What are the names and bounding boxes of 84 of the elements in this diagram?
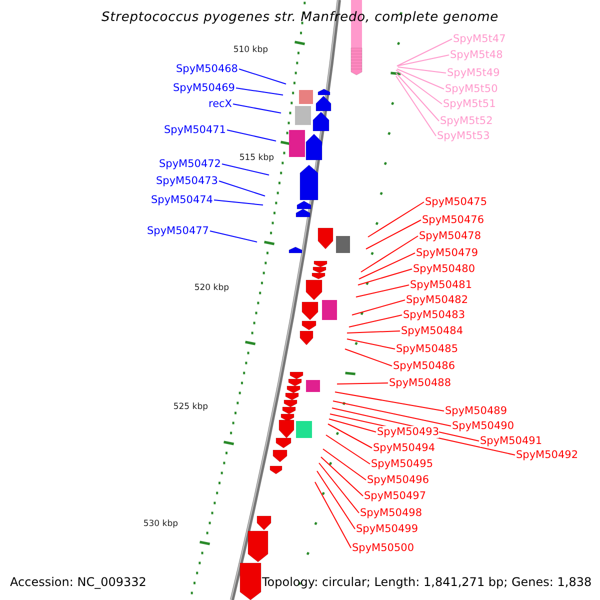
- gene-label: SpyM50471: [164, 124, 226, 136]
- leader-line: [360, 236, 418, 272]
- gene-label: SpyM50480: [413, 263, 476, 275]
- gene-label: SpyM50499: [356, 523, 418, 535]
- leader-line: [328, 418, 376, 432]
- gene-label: SpyM50489: [445, 405, 508, 417]
- leader-line: [356, 284, 410, 298]
- gene-label: SpyM5t51: [443, 98, 496, 110]
- gene-label: SpyM50488: [389, 377, 452, 389]
- gene-label: SpyM50473: [156, 175, 218, 187]
- leader-line: [358, 252, 416, 280]
- gene-label: SpyM50472: [158, 158, 221, 170]
- footer-text: Topology: circular; Length: 1,841,271 bp; Genes: 1,838: [262, 575, 592, 589]
- title: Streptococcus pyogenes str. Manfredo, complete genome: [100, 10, 500, 26]
- gene-label: SpyM50486: [393, 360, 456, 372]
- leader-line: [236, 88, 284, 96]
- leader-line: [396, 76, 436, 136]
- gene-label: SpyM50492: [516, 449, 578, 461]
- gene-label: SpyM50474: [150, 194, 213, 206]
- gene-label: SpyM50477: [146, 225, 209, 237]
- scale-label: 510 kbp: [233, 45, 268, 55]
- footer-text: Accession: NC_009332: [10, 575, 146, 589]
- leader-line: [398, 66, 446, 74]
- leader-line: [218, 180, 266, 196]
- leader-line: [238, 68, 286, 84]
- gene-label: SpyM5t47: [453, 33, 506, 45]
- gene-label: SpyM50478: [419, 230, 482, 242]
- gene-label: SpyM50497: [364, 490, 426, 502]
- leader-line: [352, 300, 406, 316]
- gene-label: SpyM5t52: [440, 115, 493, 127]
- gene-label: SpyM50494: [373, 442, 436, 454]
- leader-line: [396, 38, 452, 66]
- gene-label: SpyM5t53: [437, 130, 490, 142]
- gene-label: SpyM50469: [172, 82, 235, 94]
- leader-line: [210, 230, 258, 242]
- leader-line: [214, 200, 264, 206]
- leader-line: [344, 348, 392, 366]
- gene-label: SpyM5t48: [450, 49, 503, 61]
- leader-line: [396, 72, 440, 122]
- gene-label: SpyM50481: [410, 279, 472, 291]
- gene-label: SpyM50495: [371, 458, 434, 470]
- gene-label: SpyM5t49: [447, 67, 500, 79]
- scale-label: 520 kbp: [194, 283, 229, 293]
- leader-line: [358, 268, 412, 286]
- gene-label: SpyM50483: [403, 309, 466, 321]
- gene-label: SpyM50490: [452, 420, 514, 432]
- leader-line: [226, 130, 276, 142]
- leader-line: [326, 434, 370, 464]
- gene-label: SpyM50468: [176, 63, 238, 75]
- leader-line: [316, 470, 356, 530]
- leader-line: [314, 482, 352, 548]
- scale-label: 525 kbp: [173, 402, 208, 412]
- leader-line: [346, 338, 396, 350]
- gene-label: SpyM50484: [401, 325, 464, 337]
- leader-line: [334, 392, 444, 412]
- leader-line: [322, 448, 366, 480]
- scale-label: 530 kbp: [143, 519, 178, 529]
- gene-label: SpyM50476: [422, 214, 484, 226]
- gene-label: SpyM50485: [396, 343, 458, 355]
- gene-label: SpyM50479: [416, 247, 478, 259]
- leader-line: [318, 462, 360, 514]
- leader-line: [346, 330, 400, 334]
- gene-label: SpyM50498: [360, 507, 422, 519]
- leader-line: [396, 54, 450, 66]
- gene-label: SpyM50491: [480, 435, 542, 447]
- leader-line: [348, 314, 402, 328]
- leader-line: [328, 424, 372, 448]
- scale-label: 515 kbp: [239, 153, 274, 163]
- leader-line: [368, 202, 424, 238]
- leader-line: [232, 104, 282, 114]
- gene-label: SpyM50475: [425, 196, 488, 208]
- leader-line: [332, 400, 452, 426]
- leader-line: [396, 68, 444, 90]
- gene-label: SpyM5t50: [445, 83, 498, 95]
- leader-line: [320, 456, 364, 496]
- gene-label: recX: [208, 98, 232, 110]
- leader-line: [366, 220, 422, 250]
- leader-line: [222, 164, 270, 176]
- gene-label: SpyM50482: [406, 294, 468, 306]
- gene-label: SpyM50496: [367, 474, 430, 486]
- gene-label: SpyM50500: [352, 542, 414, 554]
- gene-label: SpyM50493: [377, 426, 440, 438]
- leader-line: [336, 382, 388, 384]
- leader-line: [396, 70, 442, 104]
